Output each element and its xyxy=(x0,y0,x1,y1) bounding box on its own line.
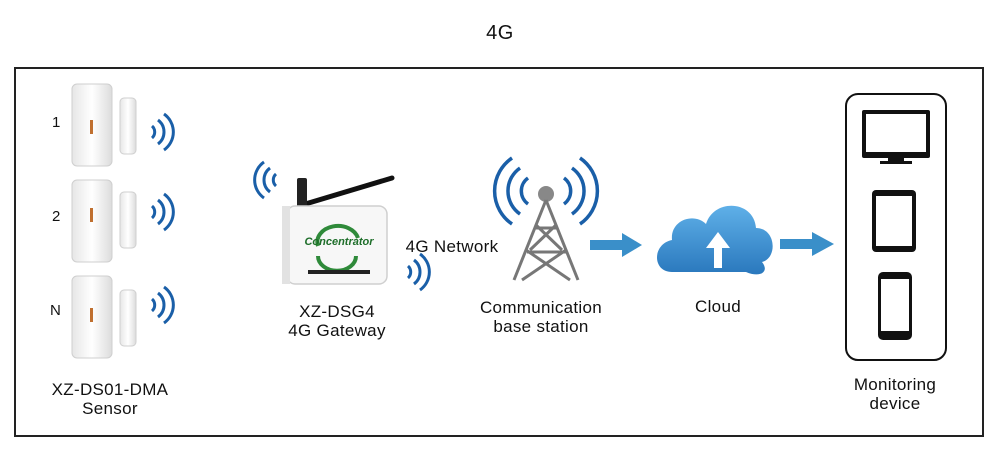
gateway-label-line2: 4G Gateway xyxy=(288,321,386,340)
signal-wave-icon xyxy=(150,285,175,325)
tablet-icon xyxy=(872,190,916,252)
sensor-number-2: 2 xyxy=(52,208,61,225)
monitoring-label-line2: device xyxy=(869,394,921,413)
phone-icon xyxy=(878,272,912,340)
base-station-label-line2: base station xyxy=(493,317,589,336)
gateway-signal-wave-icon xyxy=(253,160,278,200)
base-station-tower-icon xyxy=(492,156,600,282)
base-station-label-line1: Communication xyxy=(479,298,602,317)
base-station-label: Communication base station xyxy=(462,298,620,336)
gateway-device-text: Concentrator xyxy=(304,236,374,248)
diagram-title: 4G xyxy=(486,22,514,44)
monitoring-label: Monitoring device xyxy=(830,375,960,413)
diagram-frame xyxy=(14,67,984,437)
sensor-number-n: N xyxy=(50,302,61,319)
network-label: 4G Network xyxy=(405,237,499,256)
signal-wave-icon xyxy=(150,192,175,232)
sensor-number-1: 1 xyxy=(52,114,61,131)
signal-wave-icon xyxy=(150,112,175,152)
arrow-to-monitoring-icon xyxy=(780,232,834,256)
sensor-label: XZ-DS01-DMA Sensor xyxy=(30,380,190,418)
gateway-label: XZ-DSG4 4G Gateway xyxy=(262,302,412,340)
sensor-n xyxy=(71,275,175,359)
signal-wave-icon xyxy=(406,252,431,292)
sensor-2 xyxy=(71,179,175,263)
antenna-icon xyxy=(299,175,395,208)
sensor-1 xyxy=(71,83,175,167)
cloud-label: Cloud xyxy=(695,297,741,316)
gateway-device xyxy=(253,160,431,292)
sensor-label-line2: Sensor xyxy=(82,399,138,418)
sensor-label-line1: XZ-DS01-DMA xyxy=(51,380,169,399)
cloud-icon xyxy=(657,205,773,275)
arrow-to-cloud-icon xyxy=(590,233,642,257)
monitoring-label-line1: Monitoring xyxy=(853,375,937,394)
monitor-icon xyxy=(862,110,930,164)
monitoring-devices xyxy=(845,93,947,361)
gateway-label-line1: XZ-DSG4 xyxy=(299,302,375,321)
